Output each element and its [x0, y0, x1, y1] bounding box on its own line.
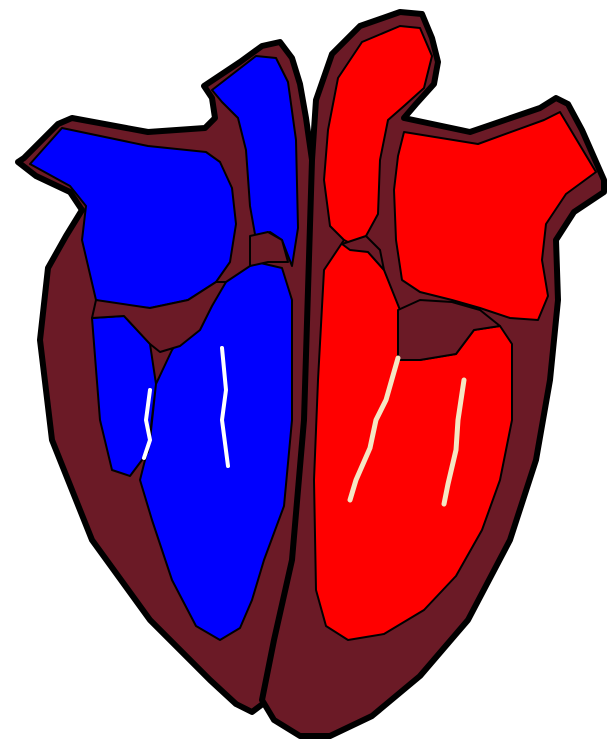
heart-diagram: [0, 0, 609, 746]
